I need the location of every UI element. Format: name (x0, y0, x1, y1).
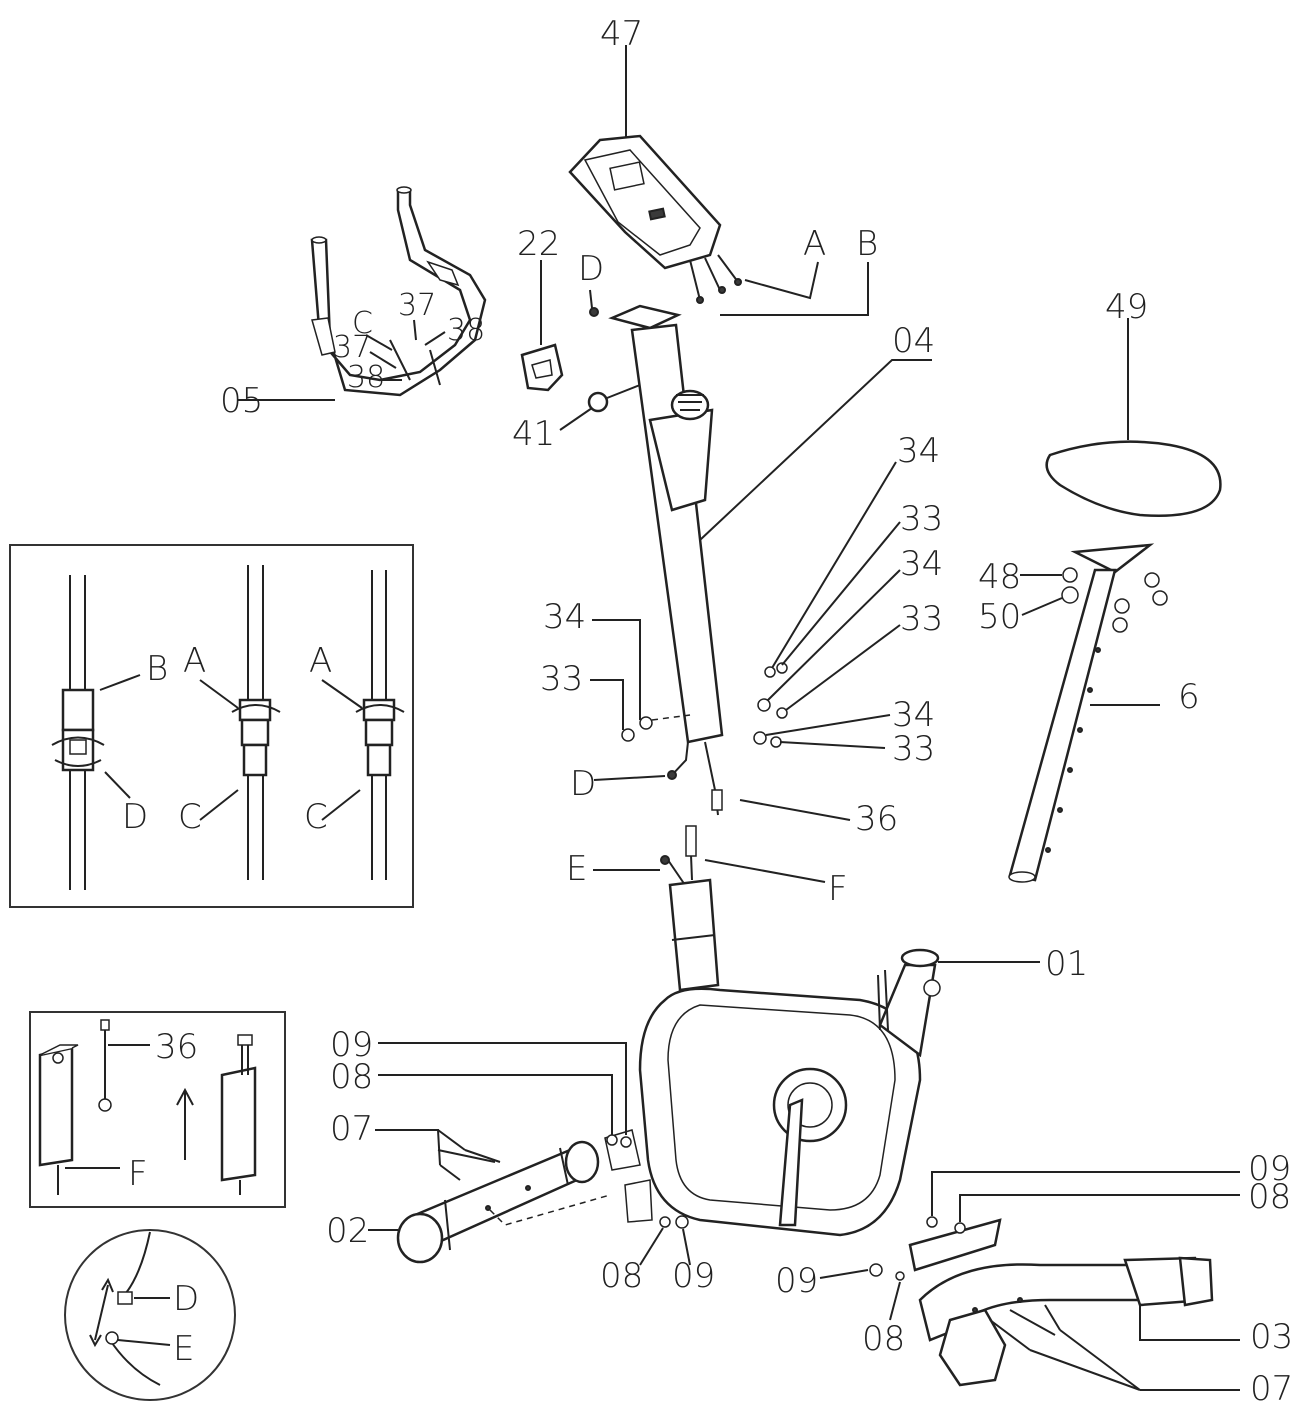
callout-50: 50 (978, 597, 1021, 637)
console-47 (568, 134, 742, 304)
mast-04 (608, 304, 724, 744)
callout-34b: 34 (897, 431, 940, 471)
callout-D-mid: D (570, 764, 596, 804)
callout-36: 36 (855, 799, 898, 839)
callout-09d: 09 (775, 1261, 818, 1301)
callout-6: 6 (1178, 677, 1200, 717)
callout-38b: 38 (347, 360, 385, 395)
seat-49 (1045, 440, 1222, 517)
callout-33c: 33 (900, 599, 943, 639)
callout-F-mid: F (828, 869, 848, 909)
callout-07a: 07 (330, 1109, 373, 1149)
callout-08d: 08 (862, 1319, 905, 1359)
callout-05: 05 (220, 381, 263, 421)
callout-04: 04 (892, 321, 935, 361)
callout-08a: 08 (330, 1057, 373, 1097)
callout-48: 48 (978, 557, 1021, 597)
handlebar-05 (310, 186, 487, 397)
inset2-callout-36: 36 (155, 1027, 198, 1067)
mast-bolts (621, 662, 788, 748)
callout-22: 22 (517, 224, 560, 264)
callout-02: 02 (326, 1211, 369, 1251)
callout-34c: 34 (900, 544, 943, 584)
inset3-callout-E: E (173, 1329, 194, 1369)
callout-34a: 34 (543, 597, 586, 637)
callout-34d: 34 (892, 695, 935, 735)
inset1-callout-C1: C (178, 797, 202, 837)
callout-03: 03 (1250, 1317, 1293, 1357)
inset2-callout-F: F (128, 1154, 148, 1194)
cover-22 (520, 343, 564, 392)
inset1-callout-C2: C (304, 797, 328, 837)
callout-09b: 09 (672, 1256, 715, 1296)
inset-circle-d-e (64, 1229, 236, 1401)
callout-E-mid: E (566, 849, 587, 889)
callout-08c: 08 (1248, 1177, 1291, 1217)
rear-stabilizer-03 (908, 1218, 1214, 1387)
callout-33d: 33 (892, 729, 935, 769)
inset1-callout-B: B (146, 649, 168, 689)
callout-08b: 08 (600, 1256, 643, 1296)
inset-sensor-36-f (29, 1011, 286, 1208)
callout-07b: 07 (1250, 1369, 1293, 1409)
inset-connectors-abcd (9, 544, 414, 908)
callout-B-top: B (856, 224, 878, 264)
callout-33a: 33 (540, 659, 583, 699)
inset1-callout-A1: A (183, 641, 206, 681)
callout-D-top: D (578, 249, 604, 289)
inset1-callout-A2: A (309, 641, 332, 681)
callout-09c: 09 (1248, 1149, 1291, 1189)
callout-47: 47 (600, 14, 643, 54)
front-stabilizer-02 (396, 1129, 653, 1264)
callout-37b: 37 (333, 330, 371, 365)
seat-post-6 (1008, 543, 1168, 883)
callout-49: 49 (1105, 287, 1148, 327)
callout-01: 01 (1045, 944, 1088, 984)
callout-09a: 09 (330, 1025, 373, 1065)
inset1-callout-D: D (122, 797, 148, 837)
callout-A-top: A (803, 224, 826, 264)
inset3-callout-D: D (173, 1279, 199, 1319)
callout-37a: 37 (398, 288, 436, 323)
frame-body-01 (638, 878, 941, 1237)
callout-C-bar: C (352, 306, 373, 341)
callout-41: 41 (512, 414, 555, 454)
callout-38a: 38 (447, 313, 485, 348)
callout-33b: 33 (900, 499, 943, 539)
